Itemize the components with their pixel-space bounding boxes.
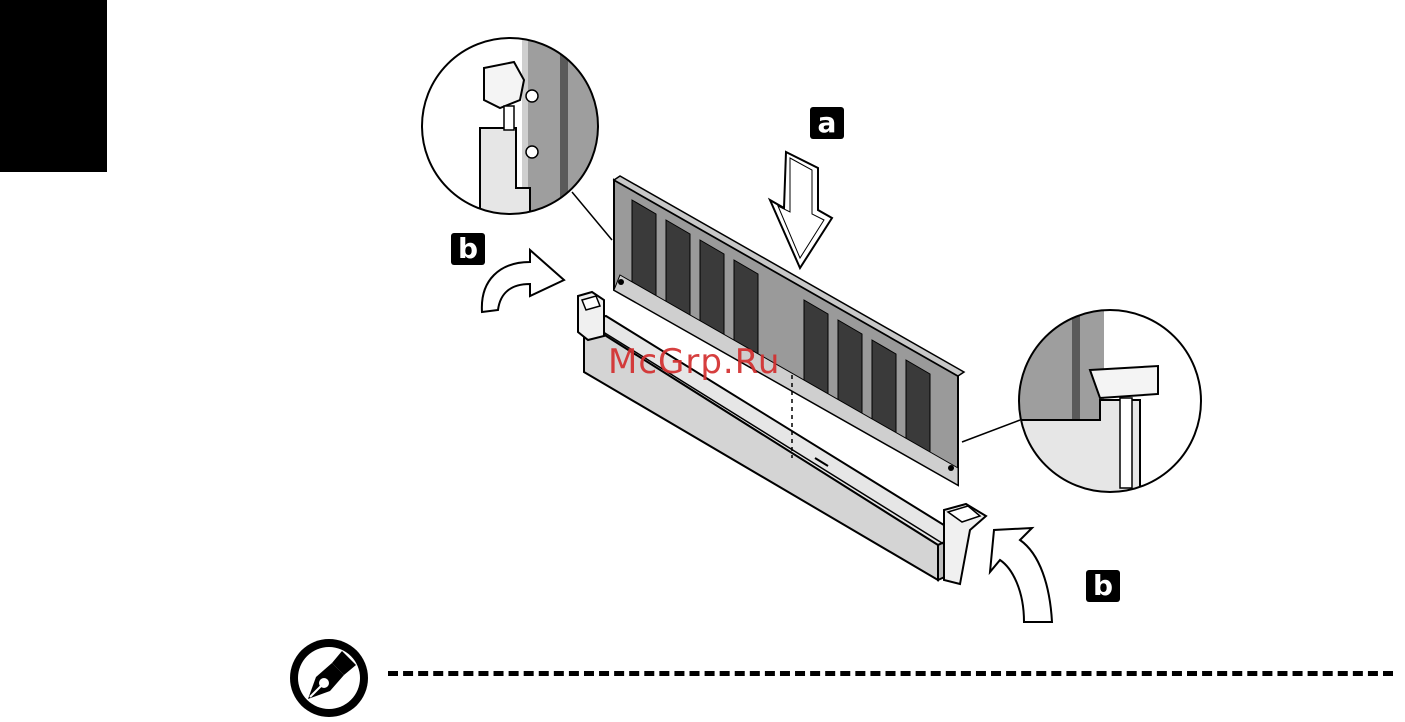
right-latch bbox=[944, 504, 986, 584]
step-b-label-left: b bbox=[451, 233, 485, 265]
note-row bbox=[288, 637, 1405, 719]
step-b-label-right: b bbox=[1086, 570, 1120, 602]
left-latch bbox=[578, 292, 604, 340]
step-a-label: a bbox=[810, 107, 844, 139]
watermark: McGrp.Ru bbox=[608, 342, 780, 382]
left-latch-magnifier bbox=[422, 30, 612, 240]
latch-open-arrow-left bbox=[482, 250, 564, 312]
insert-down-arrow bbox=[770, 152, 832, 268]
note-dotted-rule bbox=[388, 671, 1393, 676]
right-latch-magnifier bbox=[962, 305, 1201, 500]
pen-nib-note-icon bbox=[288, 637, 370, 719]
latch-close-arrow-right bbox=[990, 528, 1052, 622]
